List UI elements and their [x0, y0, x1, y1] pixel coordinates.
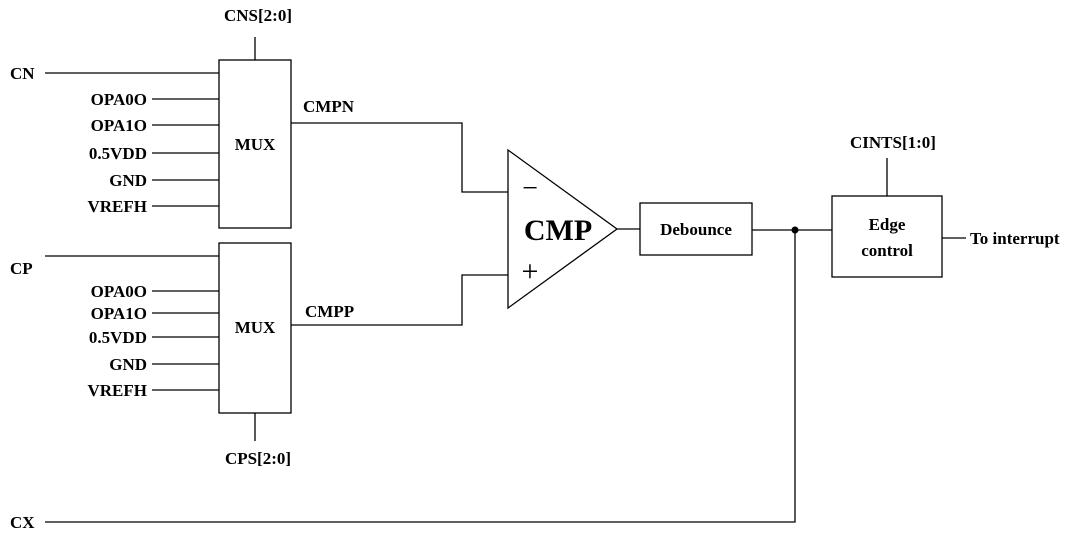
cmpn-label: CMPN — [303, 97, 355, 116]
mux-bottom-input-gnd: GND — [109, 355, 147, 374]
cmpp-wire — [291, 274, 510, 326]
debounce-label: Debounce — [660, 220, 732, 239]
cmpp-label: CMPP — [305, 302, 354, 321]
mux-top-input-gnd: GND — [109, 171, 147, 190]
mux-top-input-opa1o: OPA1O — [91, 116, 147, 135]
cx-wire — [45, 230, 796, 523]
comparator-plus-sign: + — [522, 255, 539, 288]
comparator-minus-sign: − — [522, 173, 538, 204]
comparator-triangle — [507, 148, 619, 310]
comparator-label: CMP — [524, 214, 592, 247]
edge-control-label-line2: control — [861, 241, 913, 260]
mux-top-input-opa0o: OPA0O — [91, 90, 147, 109]
mux-bottom-select-label: CPS[2:0] — [225, 449, 291, 468]
mux-top-input-cn: CN — [10, 64, 35, 83]
edge-select-label: CINTS[1:0] — [850, 133, 936, 152]
edge-control-box — [831, 195, 943, 278]
debounce-box — [639, 202, 753, 256]
mux-top-input-vrefh: VREFH — [88, 197, 148, 216]
cmpn-wire — [291, 122, 510, 193]
cx-label: CX — [10, 513, 35, 532]
to-interrupt-label: To interrupt — [970, 229, 1060, 248]
mux-bottom-input-vrefh: VREFH — [88, 381, 148, 400]
mux-bottom-box — [218, 242, 292, 414]
mux-bottom-input-half-vdd: 0.5VDD — [89, 328, 147, 347]
mux-bottom-input-opa1o: OPA1O — [91, 304, 147, 323]
edge-control-label-line1: Edge — [869, 215, 906, 234]
mux-bottom-input-cp: CP — [10, 259, 33, 278]
mux-top-label: MUX — [235, 135, 276, 154]
mux-bottom-label: MUX — [235, 318, 276, 337]
mux-top-box — [218, 59, 292, 229]
mux-top-input-half-vdd: 0.5VDD — [89, 144, 147, 163]
mux-top-select-label: CNS[2:0] — [224, 6, 292, 25]
mux-bottom-input-opa0o: OPA0O — [91, 282, 147, 301]
